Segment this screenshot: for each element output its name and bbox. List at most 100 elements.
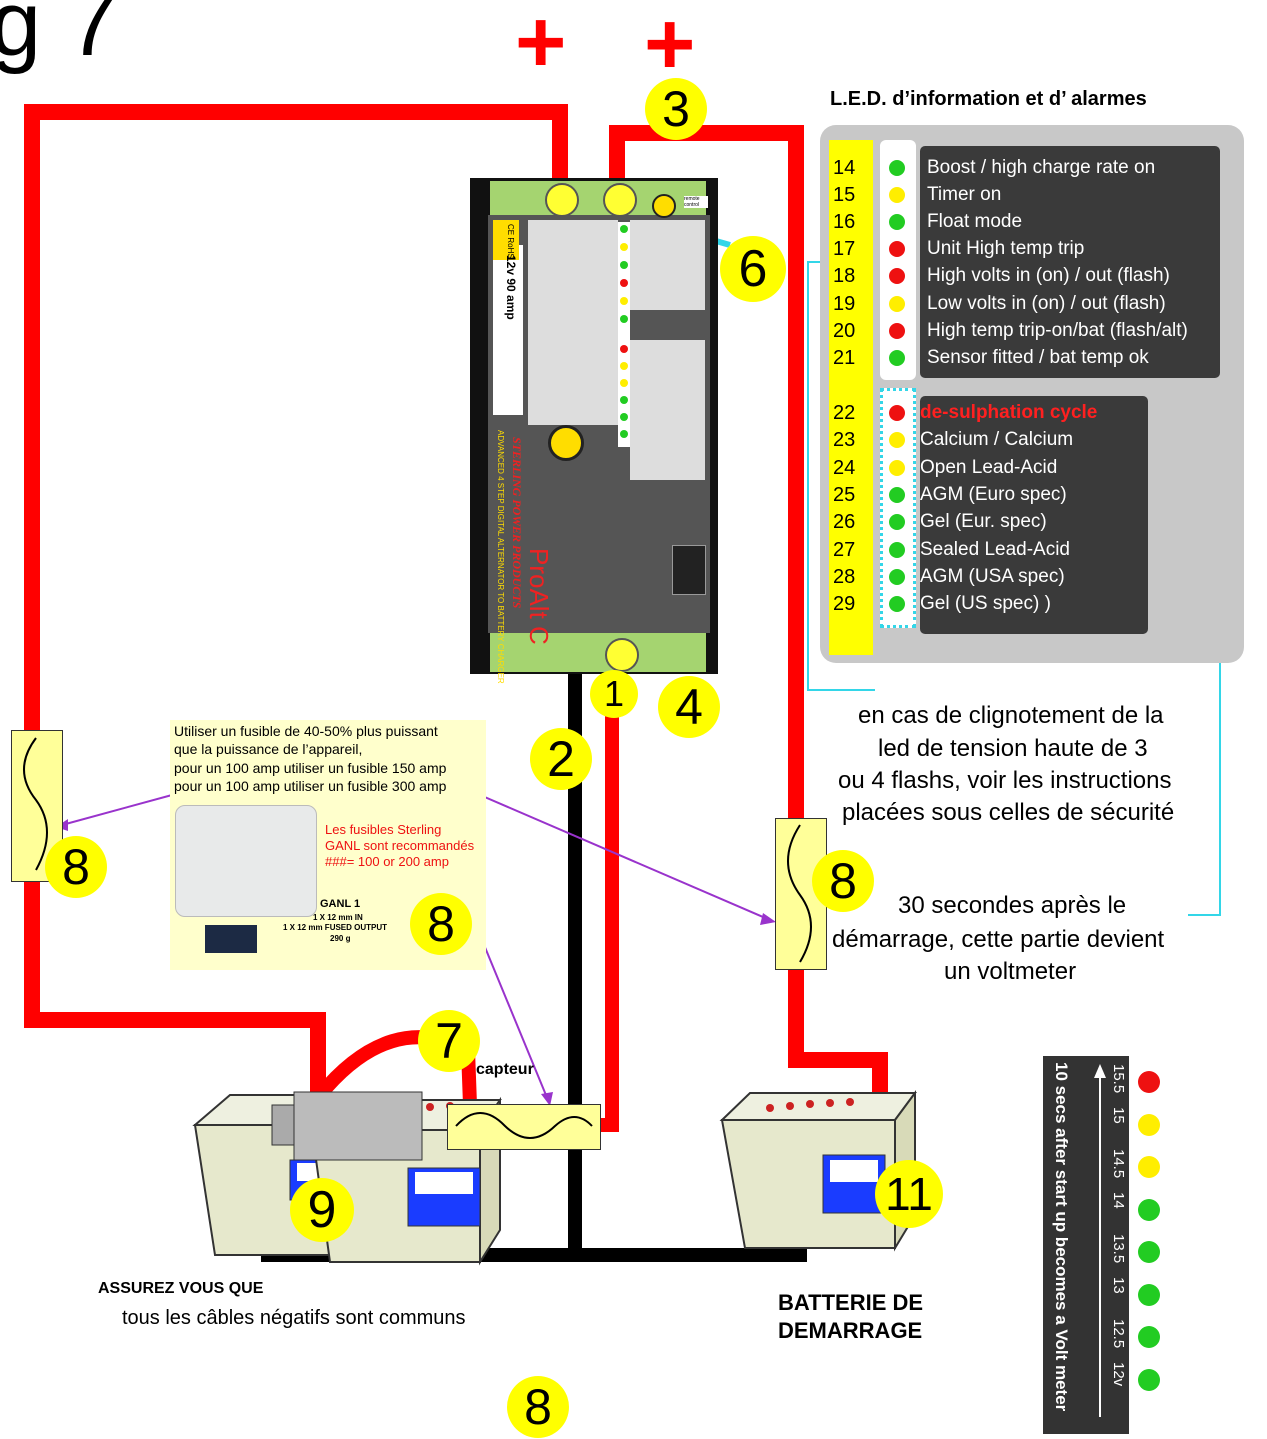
unit-led <box>620 345 628 353</box>
unit-led <box>620 315 628 323</box>
unit-led <box>620 379 628 387</box>
mode-selector-dial <box>548 425 584 461</box>
led-number: 25 <box>833 483 856 506</box>
led-indicator <box>889 187 905 204</box>
unit-info-label <box>630 340 705 480</box>
led-indicator <box>889 241 905 258</box>
terminal-strip-bottom <box>490 632 706 672</box>
unit-led <box>620 362 628 370</box>
led-number: 27 <box>833 538 856 561</box>
led-indicator <box>889 596 905 613</box>
badge-4: 4 <box>658 676 720 738</box>
led-label-panel-status <box>920 146 1220 378</box>
ganl-note-red: ###= 100 or 200 amp <box>325 854 449 869</box>
pointer-arrow <box>61 794 173 826</box>
leader-line <box>807 261 875 691</box>
fuse-alternator <box>447 1104 601 1150</box>
led-number: 15 <box>833 184 856 207</box>
ce-badge <box>493 220 519 260</box>
voltmeter-note-line: un voltmeter <box>944 958 1077 985</box>
led-label: Float mode <box>927 211 1023 233</box>
led-indicator <box>889 514 905 531</box>
voltmeter-level-label: 14.5 <box>1110 1149 1127 1179</box>
led-number: 22 <box>833 402 856 424</box>
voltmeter-arrow-icon <box>1094 1064 1106 1417</box>
badge-11: 11 <box>875 1160 943 1228</box>
fuse-advice-line: Utiliser un fusible de 40-50% plus puiss… <box>174 723 438 739</box>
badge-7: 7 <box>418 1010 480 1072</box>
fuse-advice-line: pour un 100 amp utiliser un fusible 300 … <box>174 778 447 794</box>
led-number: 24 <box>833 456 856 479</box>
unit-logo-badge <box>672 545 706 595</box>
voltmeter-note-line: 30 secondes après le <box>898 892 1127 919</box>
starter-battery-label: DEMARRAGE <box>778 1318 923 1343</box>
common-negative-title: ASSUREZ VOUS QUE <box>98 1280 264 1297</box>
pointer-arrowhead <box>760 913 776 925</box>
ganl-spec: 1 X 12 mm FUSED OUTPUT <box>283 923 388 932</box>
ganl-fuse-thumb <box>205 925 257 953</box>
led-label: de-sulphation cycle <box>920 402 1098 423</box>
voltmeter-level-label: 15.5 <box>1110 1064 1127 1094</box>
unit-terminal-label <box>630 220 705 310</box>
page-title-fragment: g 7 <box>0 0 118 75</box>
led-number: 26 <box>833 511 856 534</box>
led-indicator <box>889 322 905 339</box>
badge-3: 3 <box>645 78 707 140</box>
alternator <box>271 1091 423 1161</box>
led-number: 17 <box>833 238 856 261</box>
voltmeter-led <box>1138 1198 1160 1221</box>
voltmeter-led <box>1138 1241 1160 1263</box>
ganl-fuse-photo <box>175 805 317 917</box>
led-dot-column-battery <box>880 388 916 628</box>
unit-led <box>620 297 628 305</box>
led-indicator <box>889 486 905 503</box>
voltmeter-level-label: 15 <box>1110 1106 1127 1124</box>
led-label: Sealed Lead-Acid <box>920 538 1070 560</box>
led-label: Sensor fitted / bat temp ok <box>927 346 1149 368</box>
ganl-spec: GANL 1 <box>320 898 361 910</box>
plus-sign: + <box>515 0 567 91</box>
unit-led-strip <box>618 222 630 447</box>
badge-8: 8 <box>812 850 874 912</box>
unit-rating-label <box>493 245 523 415</box>
voltmeter-level-label: 14 <box>1110 1191 1127 1209</box>
led-indicator <box>889 459 905 476</box>
led-number: 18 <box>833 265 856 288</box>
led-label: Low volts in (on) / out (flash) <box>927 292 1166 314</box>
badge-8: 8 <box>507 1376 569 1438</box>
led-indicator <box>889 349 905 366</box>
remote-selector <box>652 194 676 218</box>
led-label: High temp trip-on/bat (flash/alt) <box>927 319 1188 341</box>
voltmeter-led <box>1138 1326 1160 1348</box>
flash-note-line: placées sous celles de sécurité <box>842 799 1175 826</box>
ganl-spec: 290 g <box>330 934 351 943</box>
unit-led <box>620 413 628 421</box>
fuse-wave <box>455 1112 593 1139</box>
sensor-label: capteur <box>476 1061 534 1078</box>
terminal-bolt-starter <box>603 183 637 217</box>
led-label: Gel (US spec) ) <box>920 593 1051 615</box>
voltmeter-led <box>1138 1156 1160 1178</box>
voltmeter-led <box>1138 1071 1160 1093</box>
badge-2: 2 <box>530 728 592 790</box>
led-number: 19 <box>833 292 856 315</box>
led-label: Unit High temp trip <box>927 238 1085 260</box>
unit-led <box>620 279 628 287</box>
pointer-arrow <box>479 794 771 921</box>
led-label: AGM (Euro spec) <box>920 483 1067 505</box>
terminal-bolt-house <box>545 183 579 217</box>
flash-note-line: en cas de clignotement de la <box>858 702 1164 729</box>
voltmeter-level-label: 12v <box>1110 1361 1127 1386</box>
led-number: 28 <box>833 565 856 588</box>
led-number: 14 <box>833 157 856 179</box>
led-indicator <box>889 160 905 176</box>
led-indicator <box>889 268 905 285</box>
led-label: Open Lead-Acid <box>920 456 1058 478</box>
led-number: 29 <box>833 593 856 616</box>
led-indicator <box>889 214 905 231</box>
led-number: 23 <box>833 429 856 452</box>
unit-led <box>620 430 628 438</box>
led-indicator <box>889 568 905 585</box>
voltmeter-led <box>1138 1113 1160 1136</box>
unit-led <box>620 261 628 269</box>
